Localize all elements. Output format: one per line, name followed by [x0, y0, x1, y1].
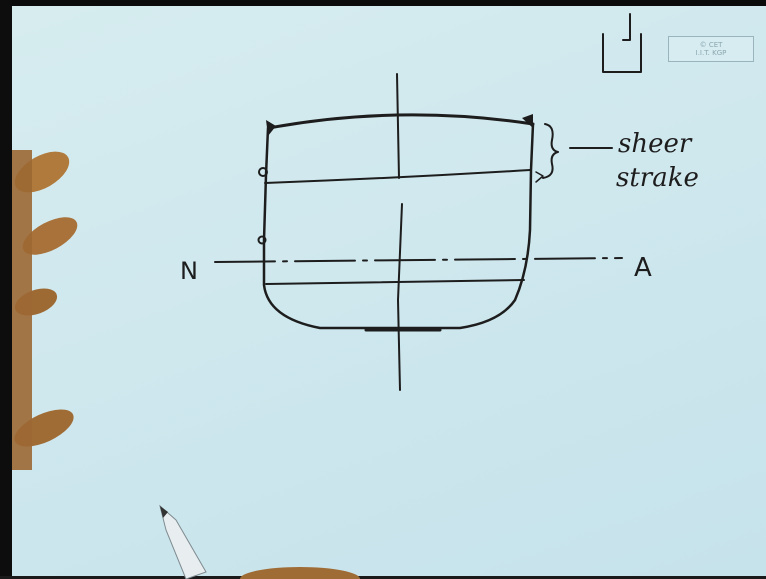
sheer-strake-brace [542, 123, 559, 179]
presenter-hand [12, 150, 78, 470]
hull-point-lower [257, 235, 267, 245]
sheer-strake-line [264, 169, 531, 184]
whiteboard-paper [12, 6, 766, 576]
label-a: A [634, 253, 652, 283]
deck-corner-right [522, 114, 533, 128]
institution-logo: © CET I.I.T. KGP [668, 36, 754, 62]
hand-bottom [240, 567, 360, 579]
deck-line [267, 113, 535, 130]
label-n: N [180, 257, 198, 285]
frame-left-edge [0, 0, 12, 579]
corner-sketch [602, 13, 642, 73]
annotation-strake: strake [616, 163, 699, 193]
pen [159, 504, 360, 579]
frame-bottom-edge [0, 576, 766, 579]
brace-tick [535, 171, 544, 183]
logo-line-1: © CET [699, 41, 723, 49]
centerline-lower [397, 203, 403, 391]
bilge-line [265, 279, 525, 285]
hull-point-upper [258, 167, 268, 177]
annotation-sheer: sheer [618, 129, 693, 159]
centerline-upper [396, 73, 400, 179]
neutral-axis-line [214, 257, 623, 263]
logo-line-2: I.I.T. KGP [695, 49, 727, 57]
